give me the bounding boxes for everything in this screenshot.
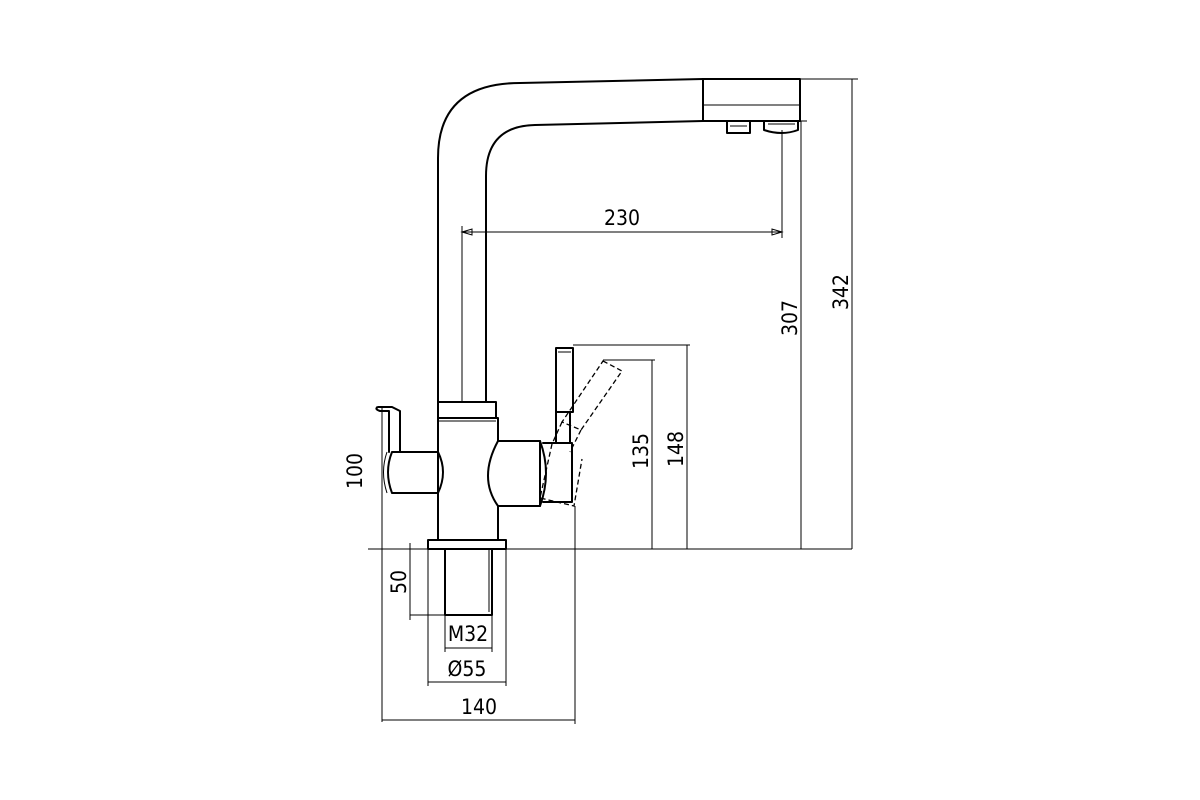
dim-307-line bbox=[795, 120, 807, 549]
spout-inner bbox=[485, 120, 704, 403]
faucet-outline bbox=[375, 78, 801, 616]
label-148: 148 bbox=[664, 431, 688, 467]
left-lever-stem bbox=[375, 406, 401, 453]
body-collar bbox=[437, 401, 497, 419]
tilted-lever-stem bbox=[551, 421, 582, 453]
dim-m32-line bbox=[444, 615, 493, 652]
dim-148-line bbox=[573, 344, 690, 549]
left-hub-cap bbox=[437, 451, 444, 494]
dim-100-line bbox=[376, 406, 392, 722]
label-o55: Ø55 bbox=[448, 657, 487, 681]
dimension-lines bbox=[368, 78, 858, 724]
dim-135-line bbox=[603, 359, 655, 549]
right-hub-cap bbox=[539, 440, 547, 507]
tilted-hub bbox=[539, 443, 583, 507]
dim-230-arrows bbox=[460, 228, 784, 236]
nozzle-right bbox=[763, 120, 799, 134]
nozzle-left bbox=[726, 120, 751, 134]
left-knob-inner bbox=[383, 451, 388, 494]
label-135: 135 bbox=[629, 433, 653, 469]
dim-342-line bbox=[800, 78, 858, 549]
label-140: 140 bbox=[461, 695, 497, 719]
left-hub bbox=[387, 451, 439, 494]
right-hub bbox=[497, 440, 541, 507]
label-100: 100 bbox=[343, 453, 367, 489]
tilted-lever-handle bbox=[561, 360, 623, 431]
label-342: 342 bbox=[829, 274, 853, 310]
label-307: 307 bbox=[778, 300, 802, 336]
label-50: 50 bbox=[387, 570, 411, 594]
label-m32: M32 bbox=[448, 622, 488, 646]
dim-140-line bbox=[382, 506, 576, 724]
spout-outer bbox=[437, 78, 704, 403]
right-hub-knob bbox=[542, 442, 573, 503]
dim-o55-line bbox=[427, 549, 507, 686]
right-lever-stem bbox=[555, 411, 571, 444]
base-plate bbox=[427, 539, 507, 550]
label-230: 230 bbox=[604, 206, 640, 230]
threaded-shank bbox=[444, 548, 493, 616]
dim-230-line bbox=[461, 130, 783, 402]
aerator-head bbox=[702, 78, 801, 122]
main-body bbox=[437, 417, 499, 541]
right-lever-handle bbox=[555, 347, 574, 413]
dimension-labels: 230 307 342 148 135 100 50 M32 Ø55 140 bbox=[343, 206, 853, 719]
